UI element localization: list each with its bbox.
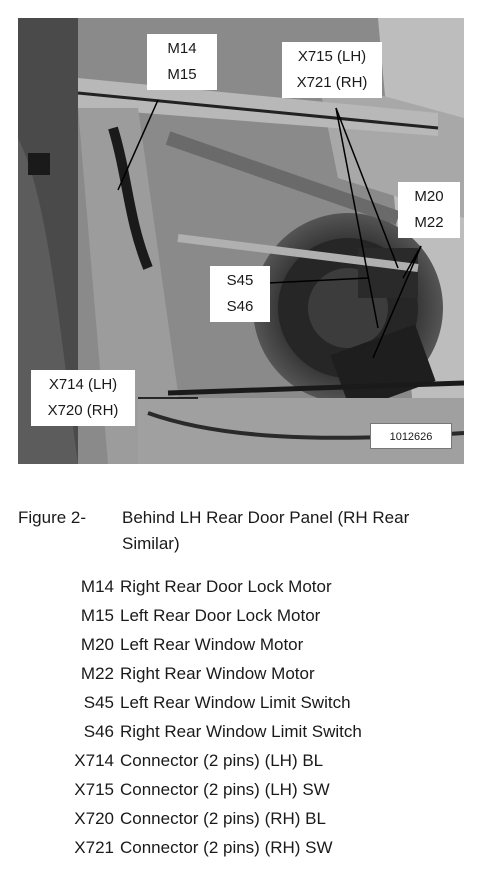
callout-line: M14 <box>167 40 197 57</box>
legend-code: X720 <box>74 809 114 828</box>
legend-row: M14 Right Rear Door Lock Motor <box>0 572 480 601</box>
legend-desc: Right Rear Window Motor <box>120 664 315 683</box>
callout-x715-x721: X715 (LH) X721 (RH) <box>282 42 382 98</box>
callout-s45-s46: S45 S46 <box>210 266 270 322</box>
callout-x714-x720: X714 (LH) X720 (RH) <box>31 370 135 426</box>
legend-code: S45 <box>83 693 114 712</box>
callout-line: S45 <box>226 272 254 289</box>
legend-row: M15 Left Rear Door Lock Motor <box>0 601 480 630</box>
callout-line: X714 (LH) <box>48 376 118 393</box>
legend-desc: Left Rear Window Limit Switch <box>120 693 351 712</box>
legend-desc: Connector (2 pins) (LH) BL <box>120 751 324 770</box>
legend-row: X721 Connector (2 pins) (RH) SW <box>0 833 480 862</box>
legend-row: X714 Connector (2 pins) (LH) BL <box>0 746 480 775</box>
legend-desc: Connector (2 pins) (RH) BL <box>120 809 326 828</box>
legend-desc: Left Rear Window Motor <box>120 635 304 654</box>
legend-row: X720 Connector (2 pins) (RH) BL <box>0 804 480 833</box>
callout-m20-m22: M20 M22 <box>398 182 460 238</box>
callout-line: X715 (LH) <box>297 48 367 65</box>
callout-line: M22 <box>414 214 444 231</box>
legend-code: M20 <box>80 635 114 654</box>
legend-code: X715 <box>74 780 114 799</box>
legend-row: M20 Left Rear Window Motor <box>0 630 480 659</box>
legend-desc: Connector (2 pins) (RH) SW <box>120 838 333 857</box>
legend-code: M22 <box>80 664 114 683</box>
callout-line: S46 <box>226 298 254 315</box>
legend-code: M15 <box>80 606 114 625</box>
caption-label: Figure 2- <box>18 508 87 527</box>
callout-line: X721 (RH) <box>296 74 368 91</box>
legend-row: M22 Right Rear Window Motor <box>0 659 480 688</box>
legend-row: S45 Left Rear Window Limit Switch <box>0 688 480 717</box>
legend-desc: Right Rear Window Limit Switch <box>120 722 362 741</box>
callout-line: X720 (RH) <box>47 402 119 419</box>
legend-row: S46 Right Rear Window Limit Switch <box>0 717 480 746</box>
callout-line: M15 <box>167 66 197 83</box>
legend-code: S46 <box>83 722 114 741</box>
figure-image-id: 1012626 <box>370 423 452 449</box>
legend-code: X721 <box>74 838 114 857</box>
legend-desc: Right Rear Door Lock Motor <box>120 577 332 596</box>
legend-code: M14 <box>80 577 114 596</box>
legend-code: X714 <box>74 751 114 770</box>
caption-text: Behind LH Rear Door Panel (RH Rear Simil… <box>122 508 410 553</box>
callout-m14-m15: M14 M15 <box>147 34 217 90</box>
legend-row: X715 Connector (2 pins) (LH) SW <box>0 775 480 804</box>
legend-desc: Left Rear Door Lock Motor <box>120 606 321 625</box>
legend-desc: Connector (2 pins) (LH) SW <box>120 780 330 799</box>
callout-line: M20 <box>414 188 444 205</box>
